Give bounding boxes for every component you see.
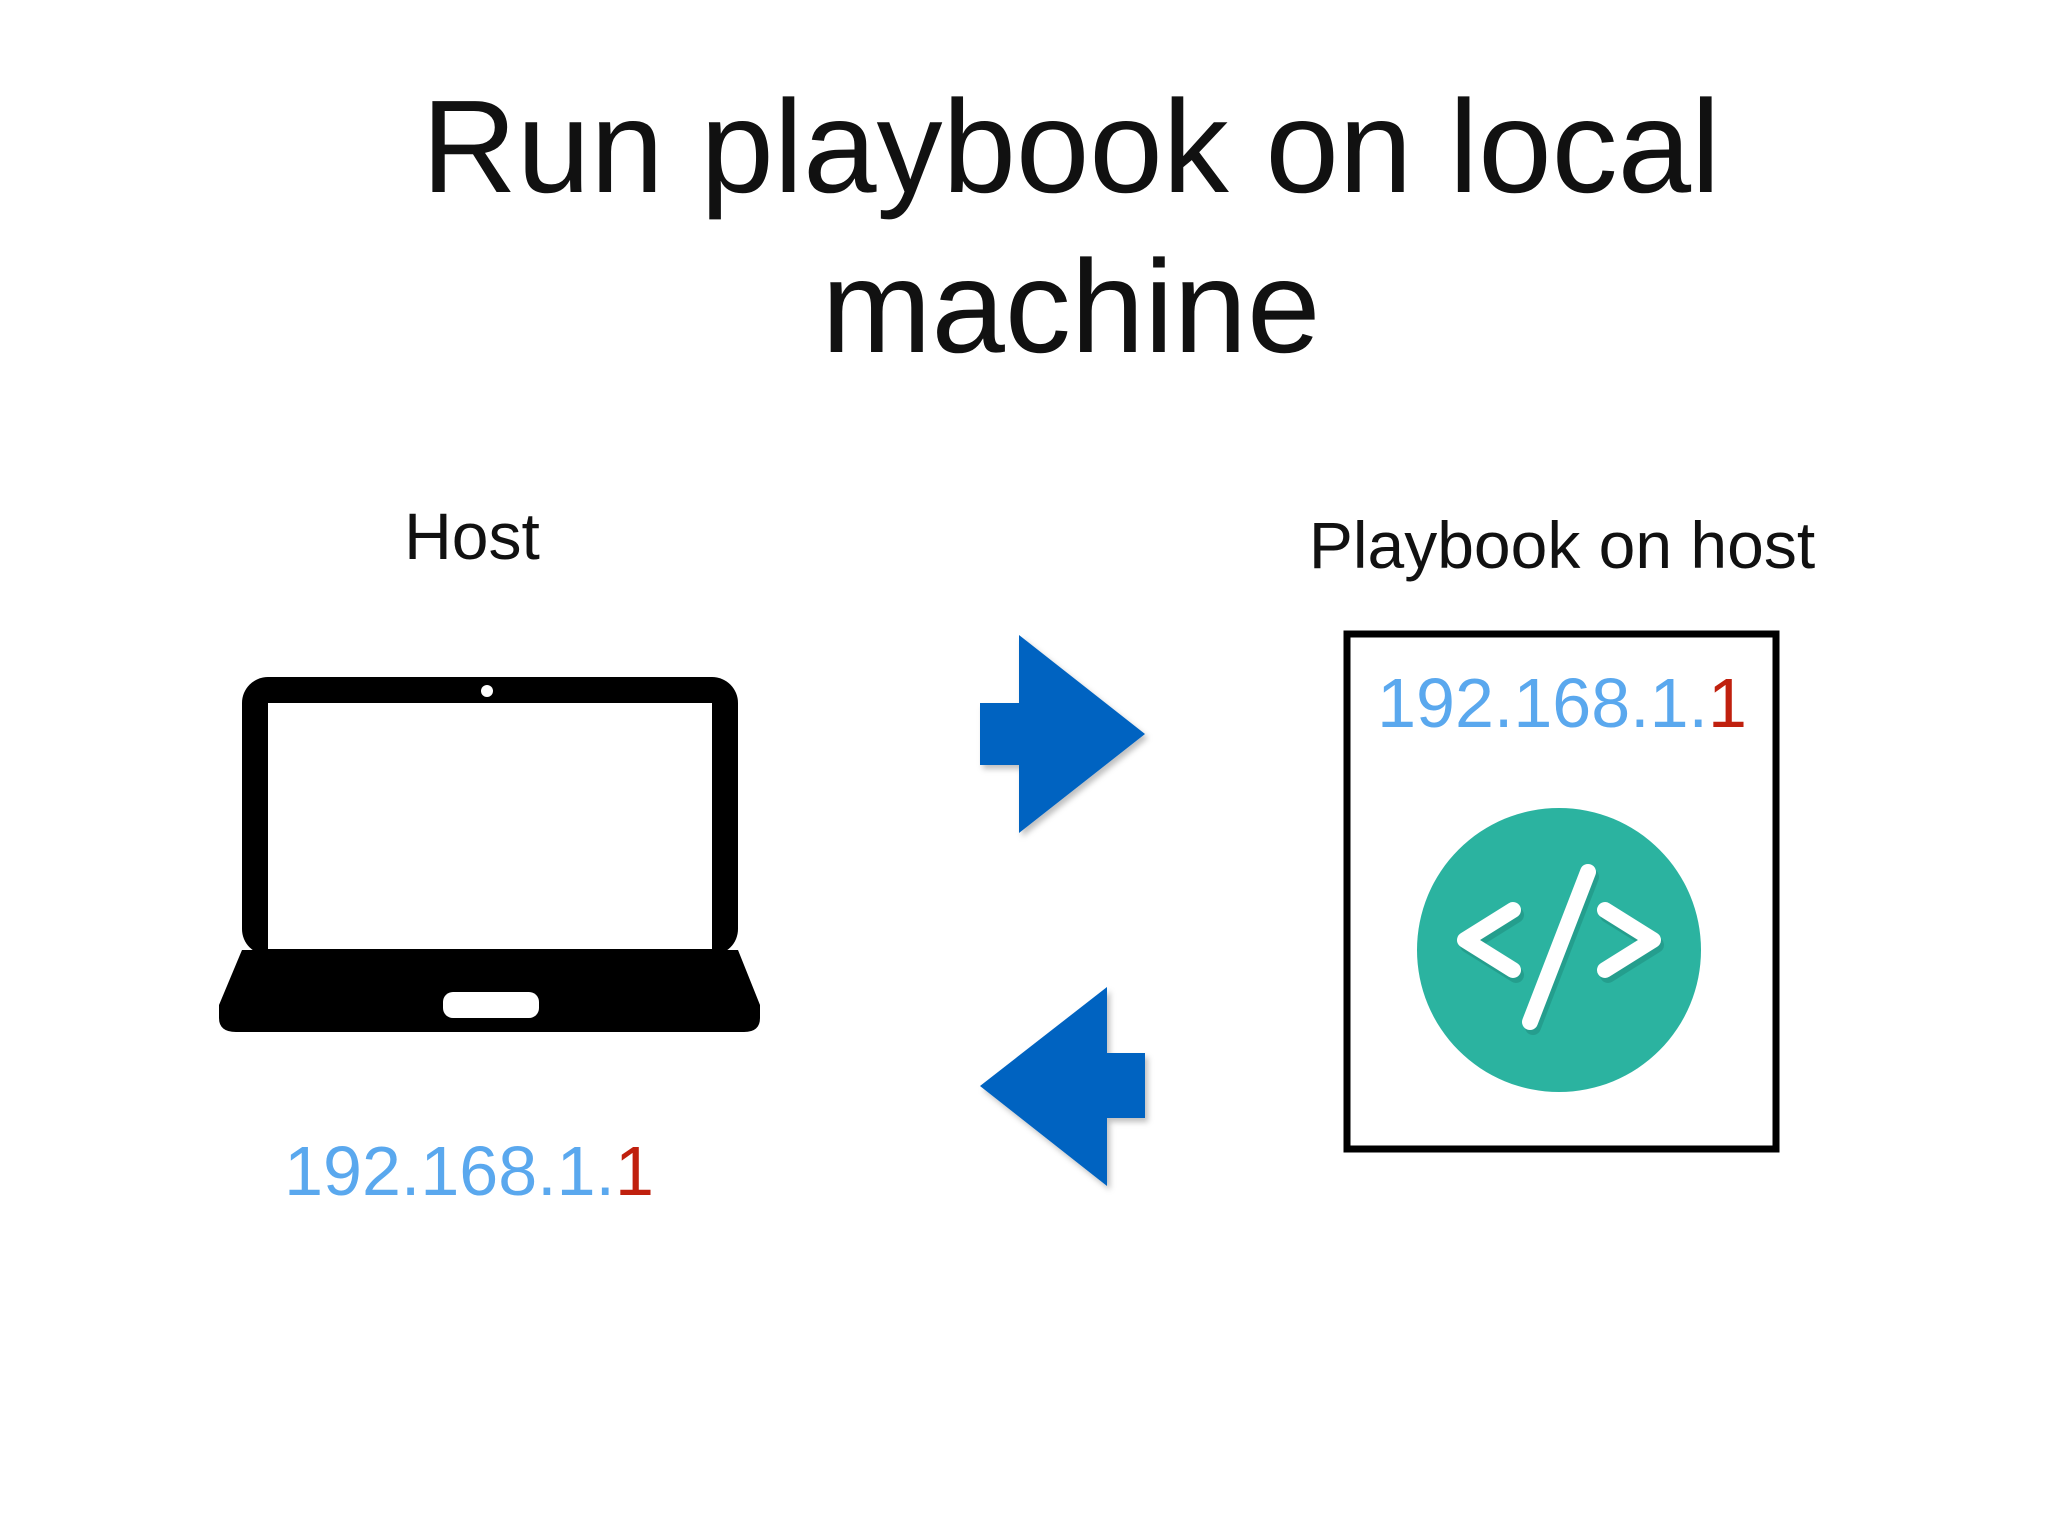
host-label: Host	[404, 499, 540, 573]
arrow-left-icon	[980, 987, 1145, 1186]
host-ip: 192.168.1.1	[284, 1132, 654, 1210]
title-line-2: machine	[822, 233, 1321, 380]
host-ip-suffix: 1	[615, 1132, 654, 1210]
host-ip-prefix: 192.168.1.	[284, 1132, 615, 1210]
arrow-right-icon	[980, 635, 1145, 833]
laptop-icon	[219, 677, 760, 1032]
playbook-ip: 192.168.1.1	[1377, 664, 1747, 742]
playbook-ip-prefix: 192.168.1.	[1377, 664, 1708, 742]
title-line-1: Run playbook on local	[422, 73, 1721, 220]
playbook-label: Playbook on host	[1309, 508, 1815, 582]
code-icon	[1417, 808, 1701, 1092]
playbook-box	[1343, 630, 1780, 1153]
playbook-ip-suffix: 1	[1708, 664, 1747, 742]
